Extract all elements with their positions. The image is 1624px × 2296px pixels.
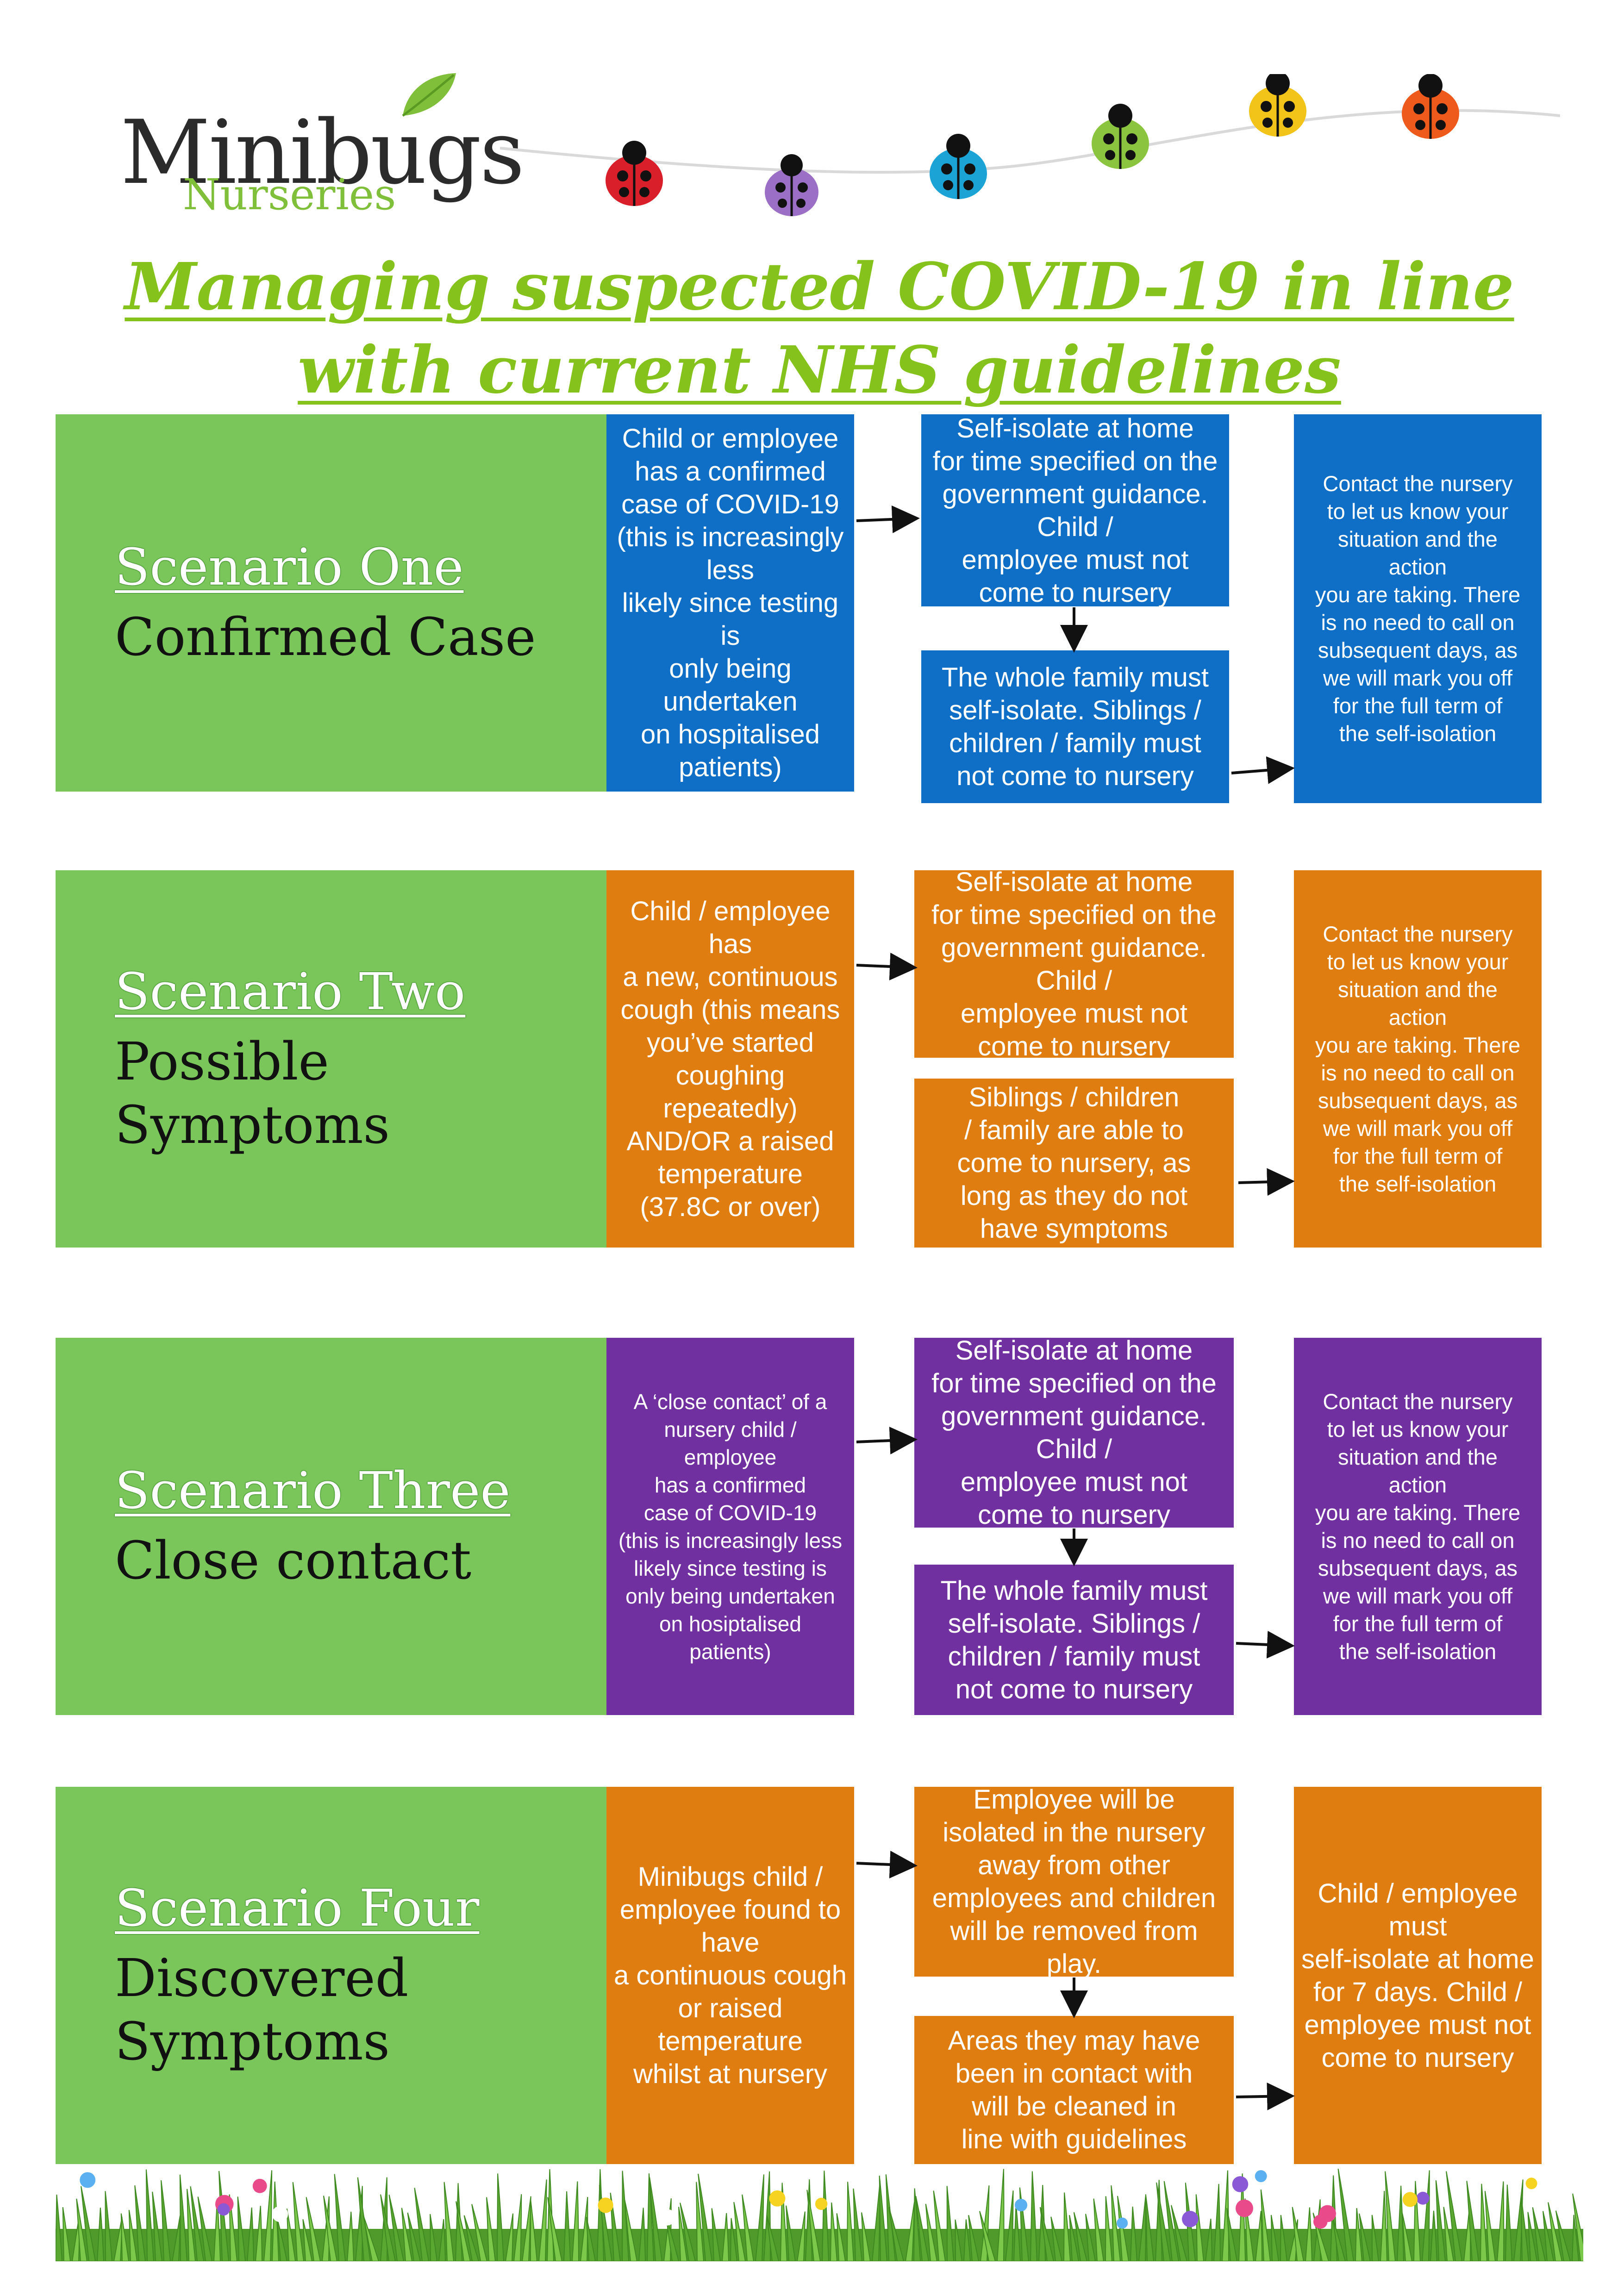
arrow-s4-trigger-to-action — [856, 1851, 918, 1878]
scenario-two-action-box: Self-isolate at home for time specified … — [914, 870, 1234, 1058]
ladybug-red-icon — [606, 141, 663, 206]
scenario-three-trigger-box: A ‘close contact’ of a nursery child / e… — [606, 1338, 854, 1715]
scenario-three-family-box: The whole family must self-isolate. Sibl… — [914, 1565, 1234, 1715]
document-title: Managing suspected COVID-19 in line with… — [125, 249, 1514, 408]
scenario-subtitle: Possible Symptoms — [115, 1031, 390, 1155]
scenario-one-family-box: The whole family must self-isolate. Sibl… — [921, 650, 1229, 803]
arrow-s4-family-to-contact — [1236, 2082, 1295, 2110]
scenario-subtitle: Discovered Symptoms — [115, 1948, 409, 2072]
ladybug-green-icon — [1092, 104, 1149, 169]
scenario-four-contact-box: Child / employee must self-isolate at ho… — [1294, 1787, 1542, 2164]
ladybugs-banner-icon — [500, 74, 1560, 216]
arrow-s1-trigger-to-action — [856, 505, 920, 533]
scenario-four-trigger-box: Minibugs child / employee found to have … — [606, 1787, 854, 2164]
scenario-three-header: Scenario Three Close contact — [56, 1338, 606, 1715]
arrow-s2-trigger-to-action — [856, 953, 918, 980]
arrow-s1-family-to-contact — [1231, 756, 1295, 784]
brand-logo-tagline: Nurseries — [183, 170, 396, 219]
arrow-s2-family-to-contact — [1238, 1168, 1295, 1196]
scenario-subtitle: Confirmed Case — [115, 607, 536, 668]
scenario-subtitle: Close contact — [115, 1531, 472, 1591]
scenario-four-header: Scenario Four Discovered Symptoms — [56, 1787, 606, 2164]
ladybug-blue-icon — [930, 134, 987, 199]
scenario-three-contact-box: Contact the nursery to let us know your … — [1294, 1338, 1542, 1715]
leaf-icon — [402, 73, 456, 117]
scenario-label: Scenario Two — [115, 961, 466, 1021]
ladybug-purple-icon — [765, 154, 818, 216]
scenario-two-family-box: Siblings / children / family are able to… — [914, 1079, 1234, 1248]
scenario-label: Scenario Four — [115, 1878, 480, 1938]
arrow-s3-family-to-contact — [1236, 1630, 1295, 1659]
scenario-one-action-box: Self-isolate at home for time specified … — [921, 414, 1229, 606]
scenario-one-header: Scenario One Confirmed Case — [56, 414, 606, 792]
ladybug-yellow-icon — [1249, 74, 1306, 137]
arrow-s3-trigger-to-action — [856, 1427, 918, 1454]
scenario-one-contact-box: Contact the nursery to let us know your … — [1294, 414, 1542, 803]
scenario-two-contact-box: Contact the nursery to let us know your … — [1294, 870, 1542, 1248]
grass-footer-icon — [56, 2166, 1583, 2261]
scenario-label: Scenario Three — [115, 1461, 511, 1521]
scenario-one-trigger-box: Child or employee has a confirmed case o… — [606, 414, 854, 792]
scenario-two-trigger-box: Child / employee has a new, continuous c… — [606, 870, 854, 1248]
scenario-four-action-box: Employee will be isolated in the nursery… — [914, 1787, 1234, 1977]
brand-logo-name: Minibugs — [120, 101, 525, 204]
scenario-four-family-box: Areas they may have been in contact with… — [914, 2016, 1234, 2164]
scenario-label: Scenario One — [115, 537, 464, 597]
ladybug-orange-icon — [1402, 74, 1459, 139]
scenario-three-action-box: Self-isolate at home for time specified … — [914, 1338, 1234, 1528]
scenario-two-header: Scenario Two Possible Symptoms — [56, 870, 606, 1248]
